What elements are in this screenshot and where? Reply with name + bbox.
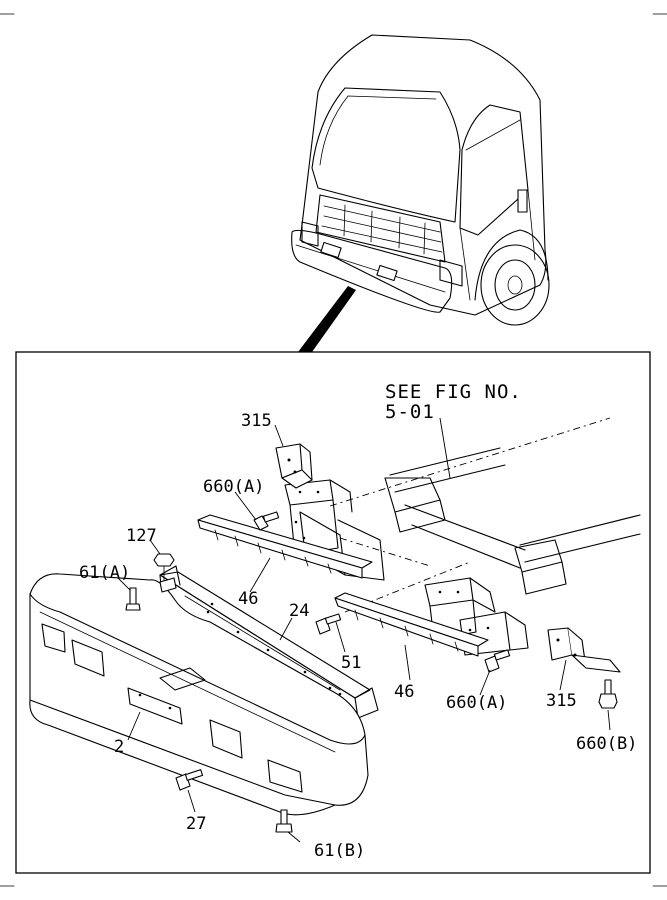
callout-660b: 660(B) [576, 734, 637, 754]
callout-27: 27 [186, 814, 206, 834]
reference-note-line1: SEE FIG NO. [385, 381, 522, 403]
callout-61b: 61(B) [314, 841, 365, 861]
bolt-660b [598, 679, 618, 709]
callout-660a-top: 660(A) [203, 477, 264, 497]
bracket-315-right [547, 627, 621, 673]
bumper-2 [29, 573, 369, 816]
bolt-61a [125, 587, 141, 611]
callout-660a-bottom: 660(A) [446, 693, 507, 713]
reference-note-line2: 5-01 [385, 401, 435, 423]
stay-46-right [334, 592, 489, 657]
stay-46-left [197, 514, 373, 579]
callout-127: 127 [126, 526, 157, 546]
callout-46-left: 46 [238, 589, 258, 609]
nut-127 [153, 553, 177, 593]
bracket-315-top [275, 443, 313, 489]
bolt-27 [175, 769, 204, 791]
bolt-660a-bottom [484, 649, 511, 673]
callout-315-right: 315 [546, 691, 577, 711]
callout-51: 51 [341, 653, 361, 673]
callout-315-top: 315 [241, 411, 272, 431]
detail-frame [15, 351, 651, 874]
callout-46-right: 46 [394, 682, 414, 702]
truck-cab-overview [291, 34, 550, 326]
callout-24: 24 [289, 601, 309, 621]
crop-marks [0, 13, 667, 887]
detail-pointer [298, 286, 356, 352]
bolt-660a-top [253, 511, 280, 531]
leader-lines [117, 417, 611, 843]
callout-2: 2 [114, 737, 124, 757]
bolt-51 [315, 613, 342, 635]
bolt-61b [275, 809, 293, 833]
callout-61a: 61(A) [79, 563, 130, 583]
